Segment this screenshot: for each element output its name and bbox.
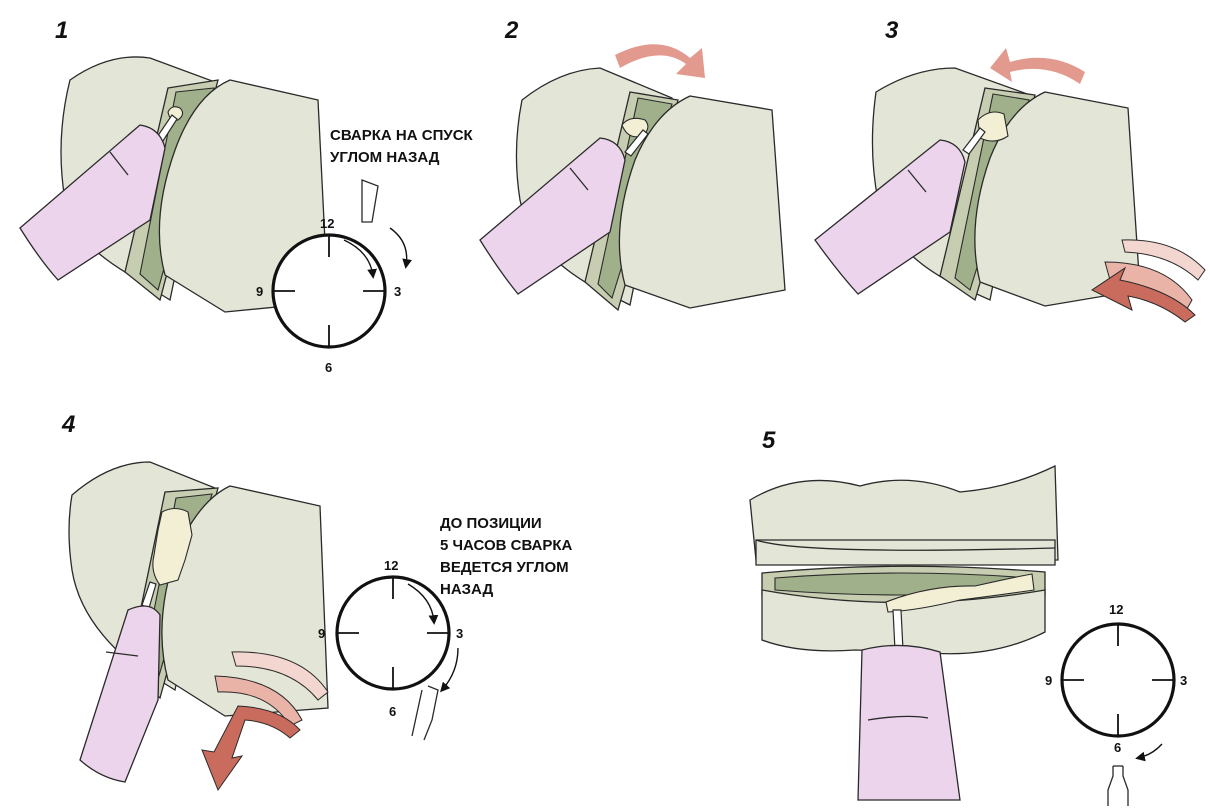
step-2-panel: 2 [480,17,785,310]
step-1-number: 1 [55,17,68,44]
step-4-caption-line-3: ВЕДЕТСЯ УГЛОМ [440,559,569,576]
step-5-clock-label-9: 9 [1045,673,1052,688]
step-1-electrode-angle-arrow [390,228,407,266]
step-1-caption-line-1: СВАРКА НА СПУСК [330,127,474,144]
step-5-travel-arrow [1138,744,1162,758]
step-4-clock-label-3: 3 [456,626,463,641]
step-5-pipe-illustration [750,466,1058,800]
step-4-caption-line-2: 5 ЧАСОВ СВАРКА [440,537,573,554]
step-4-caption-line-1: ДО ПОЗИЦИИ [440,515,542,532]
step-5-clock: 12 3 6 9 [1045,602,1187,806]
step-5-clock-label-3: 3 [1180,673,1187,688]
step-3-pipe-illustration [815,68,1140,306]
step-5-number: 5 [762,427,776,454]
step-3-number: 3 [885,17,899,44]
step-1-electrode-icon [362,180,378,222]
step-5-panel: 5 12 3 6 9 [750,427,1187,806]
step-1-caption-line-2: УГЛОМ НАЗАД [330,149,440,166]
step-3-rotation-arrow [990,48,1085,84]
step-4-clock-label-6: 6 [389,704,396,719]
step-4-clock-label-12: 12 [384,558,398,573]
step-1-clock-label-3: 3 [394,284,401,299]
step-2-pipe-illustration [480,68,785,310]
step-1-clock-label-12: 12 [320,216,334,231]
step-2-number: 2 [504,17,519,44]
step-4-panel: 4 ДО ПОЗИЦИИ 5 ЧАСОВ СВАРКА ВЕДЕТСЯ УГЛО… [61,411,573,790]
step-5-clock-label-6: 6 [1114,740,1121,755]
step-1-clock-label-6: 6 [325,360,332,375]
step-5-clock-label-12: 12 [1109,602,1123,617]
step-3-panel: 3 [815,17,1205,322]
step-4-caption-line-4: НАЗАД [440,581,493,598]
step-4-electrode-icon [424,686,438,740]
step-5-electrode-icon [1108,766,1113,806]
step-2-rotation-arrow [615,44,705,78]
step-4-number: 4 [61,411,75,438]
step-4-clock-label-9: 9 [318,626,325,641]
step-1-clock-label-9: 9 [256,284,263,299]
step-1-panel: 1 СВАРКА НА СПУСК УГЛОМ НАЗАД 12 3 6 9 [20,17,474,375]
